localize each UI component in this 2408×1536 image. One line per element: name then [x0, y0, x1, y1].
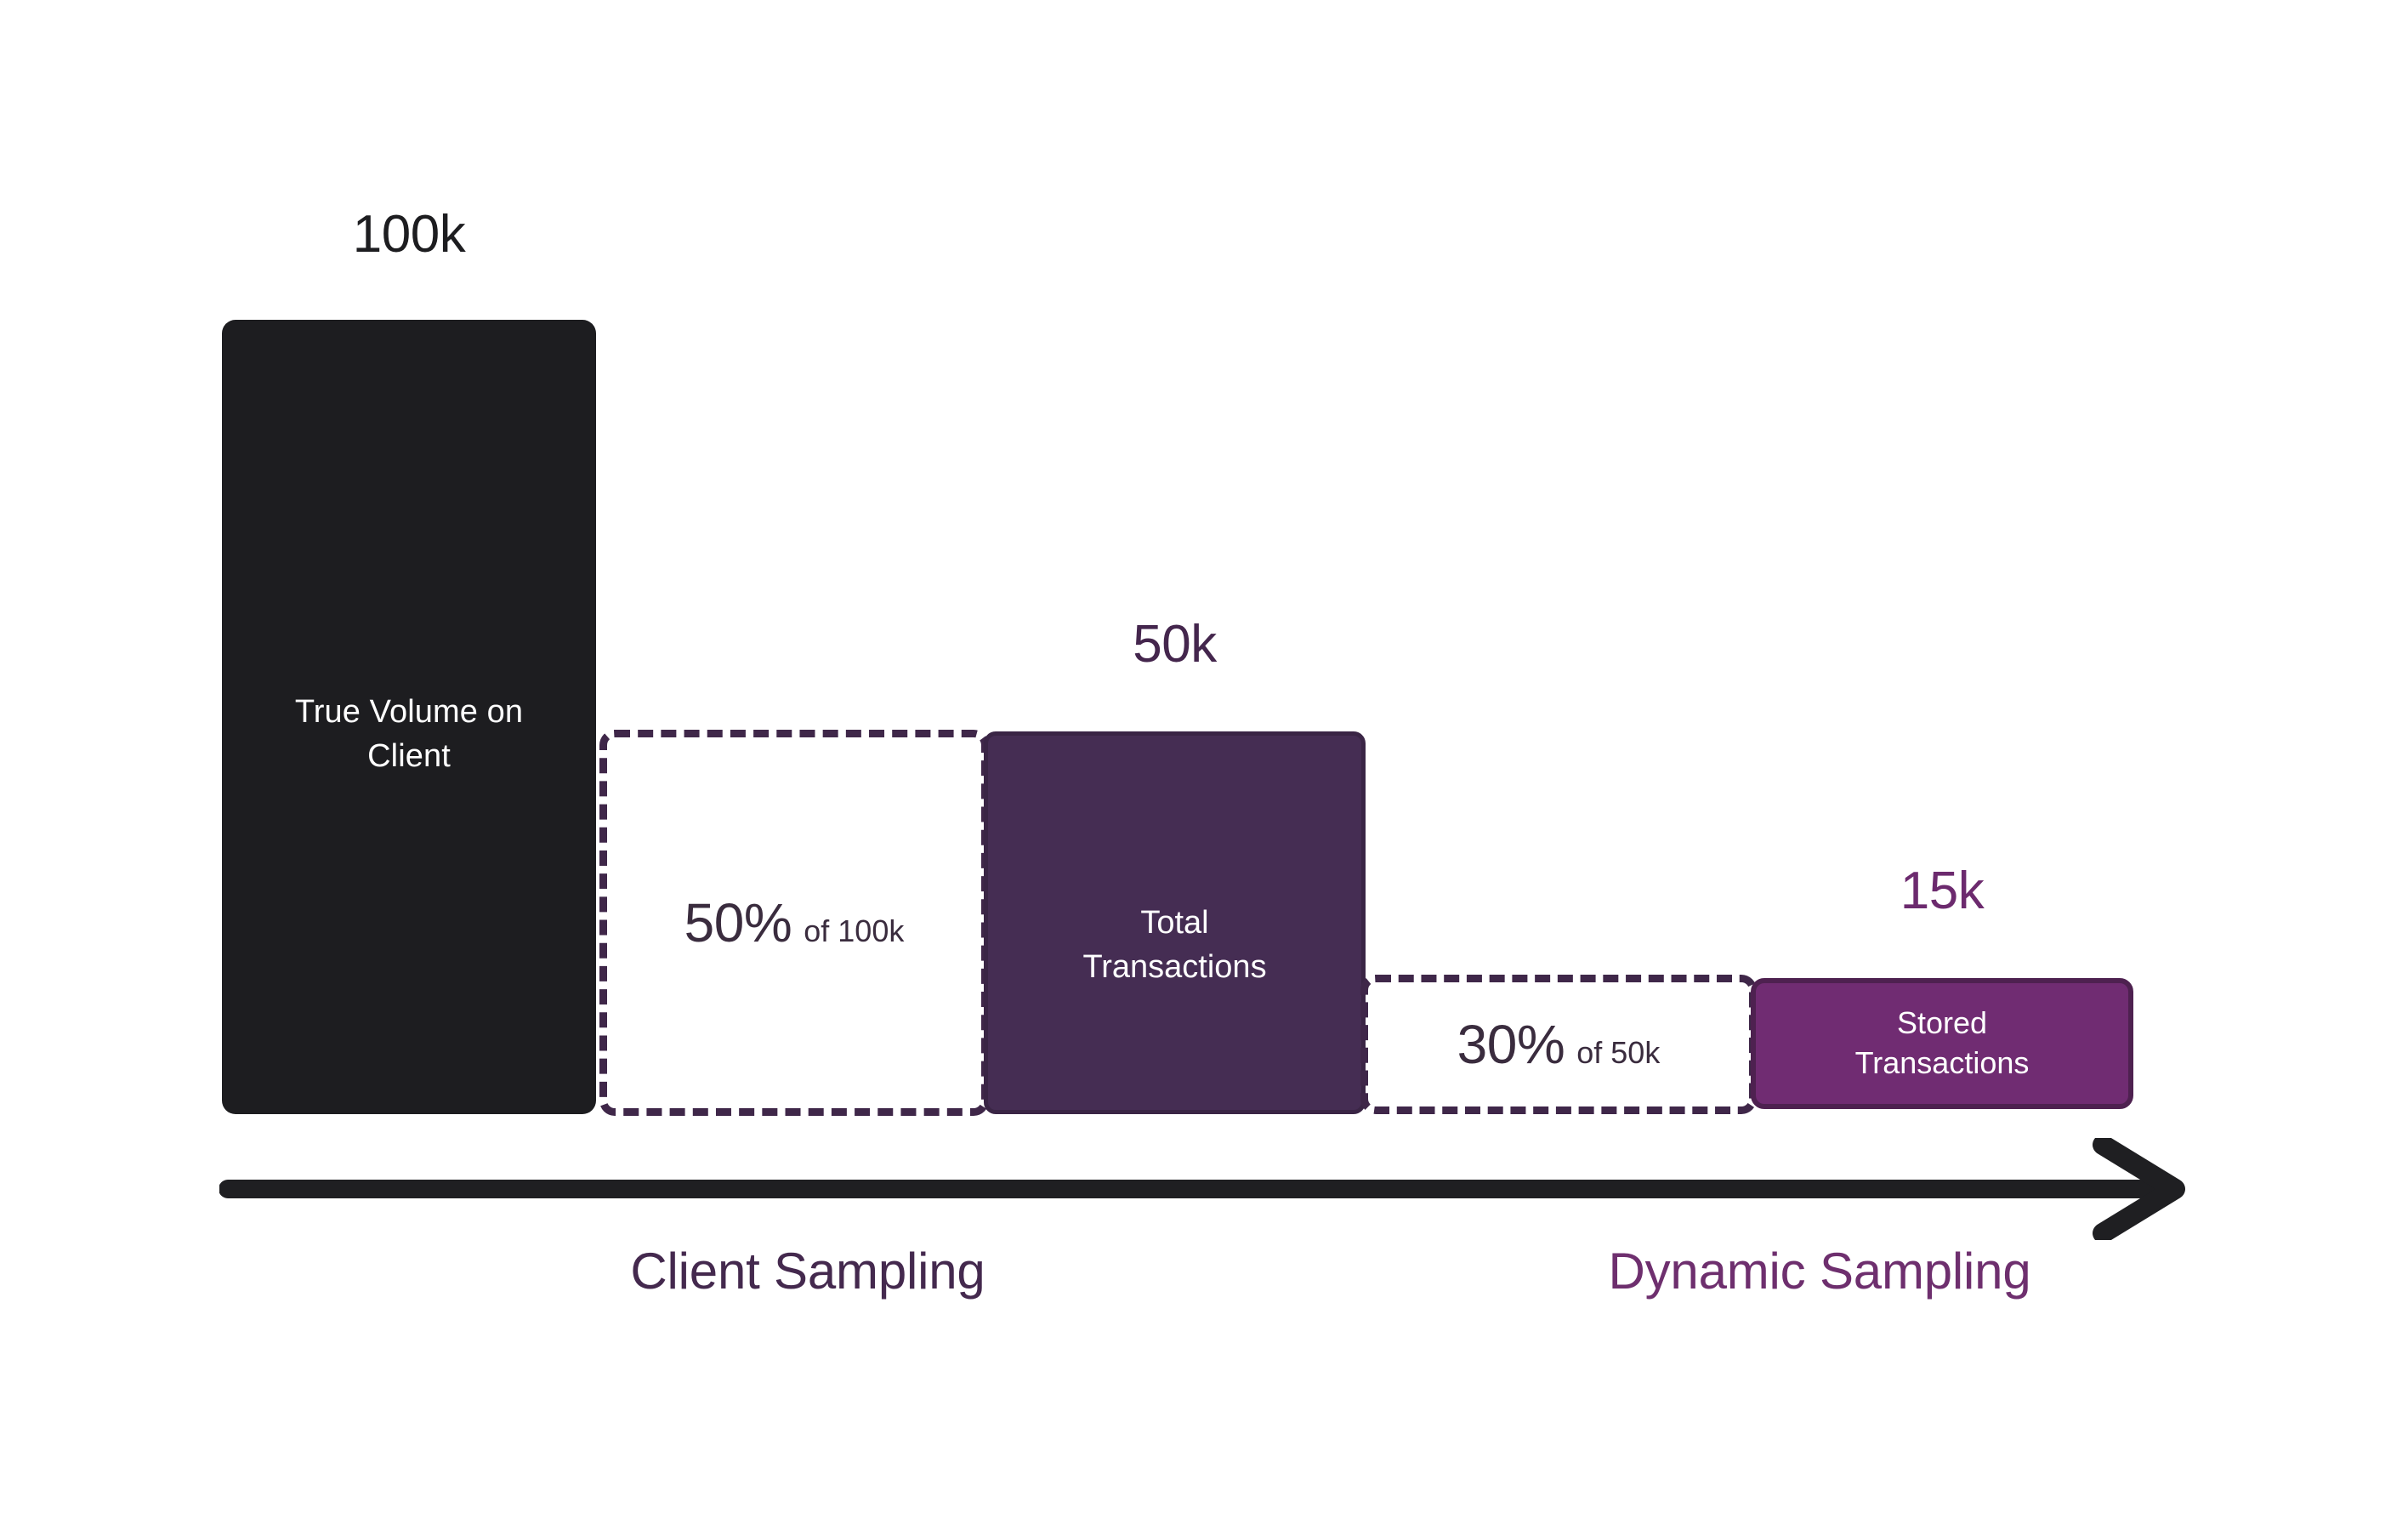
axis-arrow	[219, 1135, 2201, 1243]
bar-true-volume-on-client: True Volume on Client	[222, 320, 596, 1114]
bar-total-transactions: Total Transactions	[984, 731, 1366, 1114]
reduction-text-client-sampling: 50% of 100k	[684, 891, 905, 954]
value-label-true-volume: 100k	[352, 205, 466, 264]
bar-label-stored-transactions: Stored Transactions	[1780, 1004, 2104, 1084]
reduction-box-dynamic-sampling: 30% of 50k	[1360, 975, 1757, 1114]
reduction-box-client-sampling: 50% of 100k	[599, 730, 989, 1116]
bar-label-total-line1: Total	[1140, 904, 1209, 941]
reduction-text-dynamic-sampling: 30% of 50k	[1457, 1013, 1661, 1076]
value-label-total-transactions: 50k	[1133, 615, 1217, 674]
reduction-basis-client: of 100k	[804, 913, 905, 948]
bar-label-stored-line1: Stored	[1896, 1005, 1988, 1041]
reduction-percent-client: 50%	[684, 892, 792, 953]
arrow-right-icon	[219, 1135, 2185, 1243]
phase-label-dynamic-sampling: Dynamic Sampling	[1608, 1243, 2031, 1300]
bar-label-true-volume-line1: True Volume on	[294, 693, 524, 730]
bar-label-true-volume-line2: Client	[367, 738, 451, 774]
phase-label-client-sampling: Client Sampling	[630, 1243, 985, 1300]
bar-stored-transactions: Stored Transactions	[1751, 978, 2133, 1109]
bar-label-total-transactions: Total Transactions	[1022, 901, 1328, 990]
reduction-basis-dynamic: of 50k	[1576, 1035, 1661, 1070]
value-label-stored-transactions: 15k	[1900, 862, 1985, 920]
bar-label-stored-line2: Transactions	[1854, 1045, 2030, 1080]
bar-label-true-volume: True Volume on Client	[256, 690, 562, 779]
reduction-percent-dynamic: 30%	[1457, 1014, 1565, 1075]
bar-label-total-line2: Transactions	[1082, 949, 1267, 985]
